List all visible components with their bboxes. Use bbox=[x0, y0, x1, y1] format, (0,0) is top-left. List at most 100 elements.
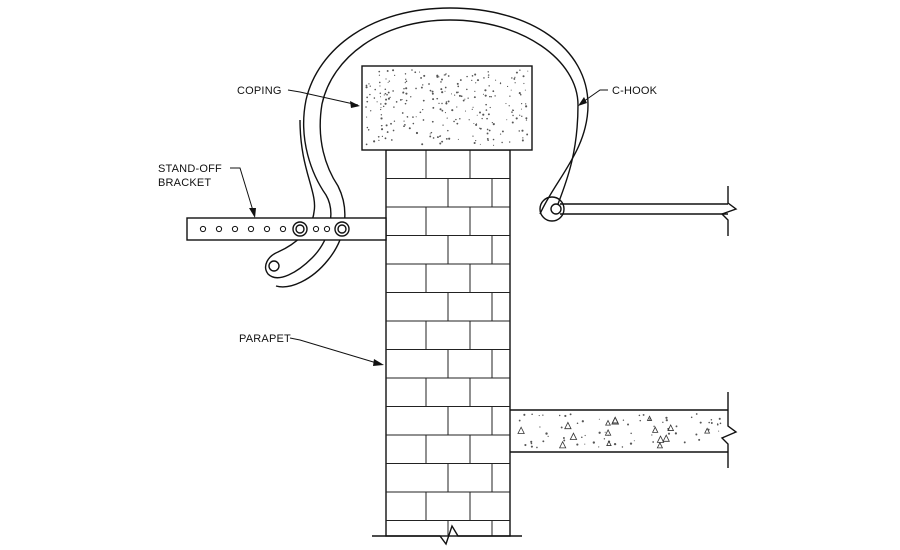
coping-speck bbox=[412, 122, 415, 125]
slab-speck bbox=[710, 419, 713, 421]
slab-speck bbox=[718, 417, 721, 420]
slab-speck bbox=[630, 432, 632, 435]
coping-speck bbox=[405, 87, 408, 90]
coping-speck bbox=[473, 141, 476, 145]
coping-speck bbox=[526, 133, 529, 136]
coping-speck bbox=[432, 98, 435, 101]
coping-speck bbox=[378, 70, 381, 73]
coping-speck bbox=[513, 77, 516, 80]
coping-speck bbox=[379, 85, 381, 87]
slab-speck bbox=[683, 441, 686, 444]
stand-off-bar bbox=[186, 217, 387, 241]
stand-off-label-line2: BRACKET bbox=[158, 177, 211, 189]
coping-speck bbox=[506, 85, 509, 88]
coping-speck bbox=[457, 85, 460, 88]
coping-speck bbox=[525, 119, 528, 121]
c-hook-tail-end bbox=[539, 196, 565, 222]
stand-off-leader-arrow bbox=[249, 208, 256, 218]
slab-speck bbox=[716, 423, 719, 426]
slab-speck bbox=[584, 434, 586, 437]
coping-speck bbox=[514, 82, 516, 84]
coping-speck bbox=[385, 124, 388, 127]
slab-speck bbox=[651, 434, 653, 436]
coping-speck bbox=[368, 83, 370, 85]
coping-speck bbox=[444, 86, 447, 89]
coping-speck bbox=[440, 135, 442, 137]
coping-speck bbox=[524, 89, 526, 91]
coping-speck bbox=[440, 81, 442, 83]
coping-speck bbox=[429, 133, 431, 135]
coping-speck bbox=[518, 130, 520, 132]
coping-speck bbox=[395, 101, 398, 103]
coping-speck bbox=[384, 92, 387, 95]
coping-speck bbox=[369, 85, 371, 87]
coping-speck bbox=[483, 77, 485, 79]
coping-speck bbox=[475, 82, 477, 84]
coping-speck bbox=[511, 77, 513, 79]
slab-speck bbox=[667, 432, 671, 435]
coping-speck bbox=[404, 73, 407, 75]
coping-speck bbox=[366, 96, 368, 99]
slab-speck bbox=[530, 442, 533, 445]
slab-speck bbox=[642, 413, 645, 416]
slab-speck bbox=[584, 443, 586, 445]
slab-aggregate-stone bbox=[517, 426, 525, 434]
coping-speck bbox=[451, 109, 454, 112]
c-hook bbox=[264, 7, 589, 288]
coping-speck bbox=[411, 69, 413, 71]
coping-speck bbox=[432, 106, 435, 109]
coping-speck bbox=[430, 131, 433, 134]
slab-speck bbox=[542, 414, 544, 416]
coping-speck bbox=[394, 74, 396, 76]
tie-back-break-symbol bbox=[720, 186, 738, 236]
coping-speck bbox=[455, 91, 458, 94]
coping-leader-arrow bbox=[350, 101, 360, 108]
coping-speck bbox=[457, 91, 459, 93]
bracket-bolt-1-outer bbox=[292, 221, 308, 237]
slab-speck bbox=[581, 420, 584, 423]
coping-speck bbox=[441, 102, 443, 105]
c-hook-leader bbox=[579, 89, 608, 105]
coping-speck bbox=[379, 96, 382, 98]
bracket-bolt-2-inner bbox=[337, 224, 347, 234]
bracket-hole bbox=[199, 225, 207, 233]
coping-speck bbox=[519, 93, 522, 96]
coping-speck bbox=[404, 102, 407, 105]
slab-aggregate-stone bbox=[651, 426, 659, 433]
coping-speck bbox=[479, 143, 481, 145]
slab-speck bbox=[530, 440, 533, 443]
slab-speck bbox=[698, 438, 701, 441]
coping-speck bbox=[488, 85, 490, 87]
coping-speck bbox=[441, 109, 444, 112]
coping-speck bbox=[381, 124, 383, 127]
coping-speck bbox=[521, 139, 524, 142]
slab-aggregate bbox=[517, 413, 722, 449]
slab-speck bbox=[598, 446, 600, 448]
coping-speck bbox=[373, 97, 376, 99]
coping-speck bbox=[440, 88, 443, 91]
coping-speck bbox=[365, 86, 368, 89]
coping-speck bbox=[454, 94, 456, 96]
coping-speck bbox=[415, 87, 417, 90]
coping-speck bbox=[419, 71, 421, 73]
slab-speck bbox=[576, 422, 579, 424]
coping-speck bbox=[447, 129, 449, 132]
coping-speck bbox=[365, 143, 368, 146]
coping-speck bbox=[431, 90, 434, 93]
coping-speck bbox=[443, 74, 445, 76]
coping-speck bbox=[471, 108, 473, 110]
coping-speck bbox=[432, 137, 435, 139]
coping-speck bbox=[380, 117, 383, 120]
coping-speck bbox=[492, 144, 495, 146]
coping-speck bbox=[415, 116, 417, 118]
coping-speck bbox=[447, 100, 450, 103]
coping-speck bbox=[510, 89, 512, 91]
coping-speck bbox=[511, 121, 514, 124]
coping-speck bbox=[472, 135, 474, 137]
brick-courses bbox=[386, 150, 510, 536]
coping-speck bbox=[384, 102, 387, 105]
bracket-hole bbox=[312, 225, 320, 233]
coping-speck bbox=[438, 102, 440, 105]
coping-speck bbox=[421, 143, 424, 146]
